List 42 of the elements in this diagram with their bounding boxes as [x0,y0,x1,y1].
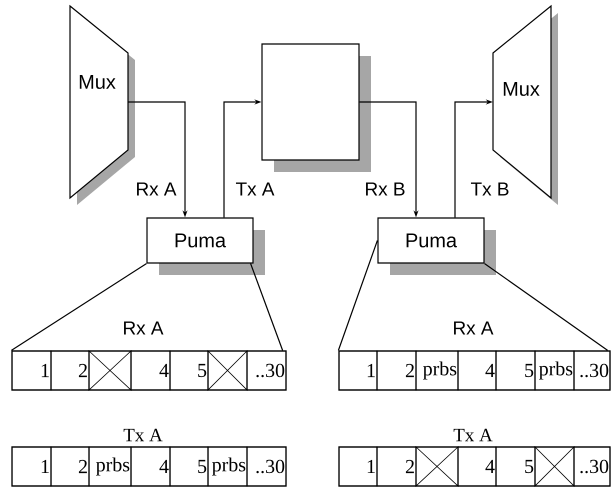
leader-line [250,263,284,351]
slot-cell: 2 [50,446,90,487]
slot-cell: 5 [495,350,536,391]
slot-cell: ..30 [573,446,611,487]
block-box [261,43,371,172]
slot-cell: 2 [376,446,417,487]
slot-cell: 1 [11,350,52,391]
slot-cell: 1 [338,350,378,391]
slot-cell: prbs [88,446,132,487]
slot-cell: 2 [376,350,417,391]
edge-label: Tx A [234,181,276,196]
slot-cell: 4 [457,350,497,391]
crossed-cell [88,350,132,391]
node-label: Tx A [454,428,493,442]
slot-cell: 5 [169,446,209,487]
slot-cell: 4 [130,446,171,487]
slot-cell: 4 [130,350,171,391]
slot-cell: 4 [457,446,497,487]
chip-box: Puma [377,217,496,275]
slot-cell: ..30 [573,350,611,391]
slot-cell: ..30 [246,446,287,487]
edge-label: Rx A [134,181,178,196]
node-label: Rx A [454,321,494,334]
slot-cell: ..30 [246,350,287,391]
slot-cell: prbs [534,350,575,391]
edge-label: Rx B [364,181,407,196]
slot-cell: 1 [11,446,52,487]
slot-cell: 5 [495,446,536,487]
slot-cell: 5 [169,350,209,391]
slot-cell: 2 [50,350,90,391]
slot-cell: 1 [338,446,378,487]
node-label: Tx A [124,428,163,442]
leader-line [11,263,147,351]
crossed-cell [534,446,575,487]
node-label: Rx A [124,321,164,334]
slot-cell: prbs [415,350,459,391]
leader-line [484,263,608,351]
leader-line [338,240,378,351]
slot-cell: prbs [207,446,248,487]
crossed-cell [207,350,248,391]
chip-box: Puma [146,217,265,275]
crossed-cell [415,446,459,487]
